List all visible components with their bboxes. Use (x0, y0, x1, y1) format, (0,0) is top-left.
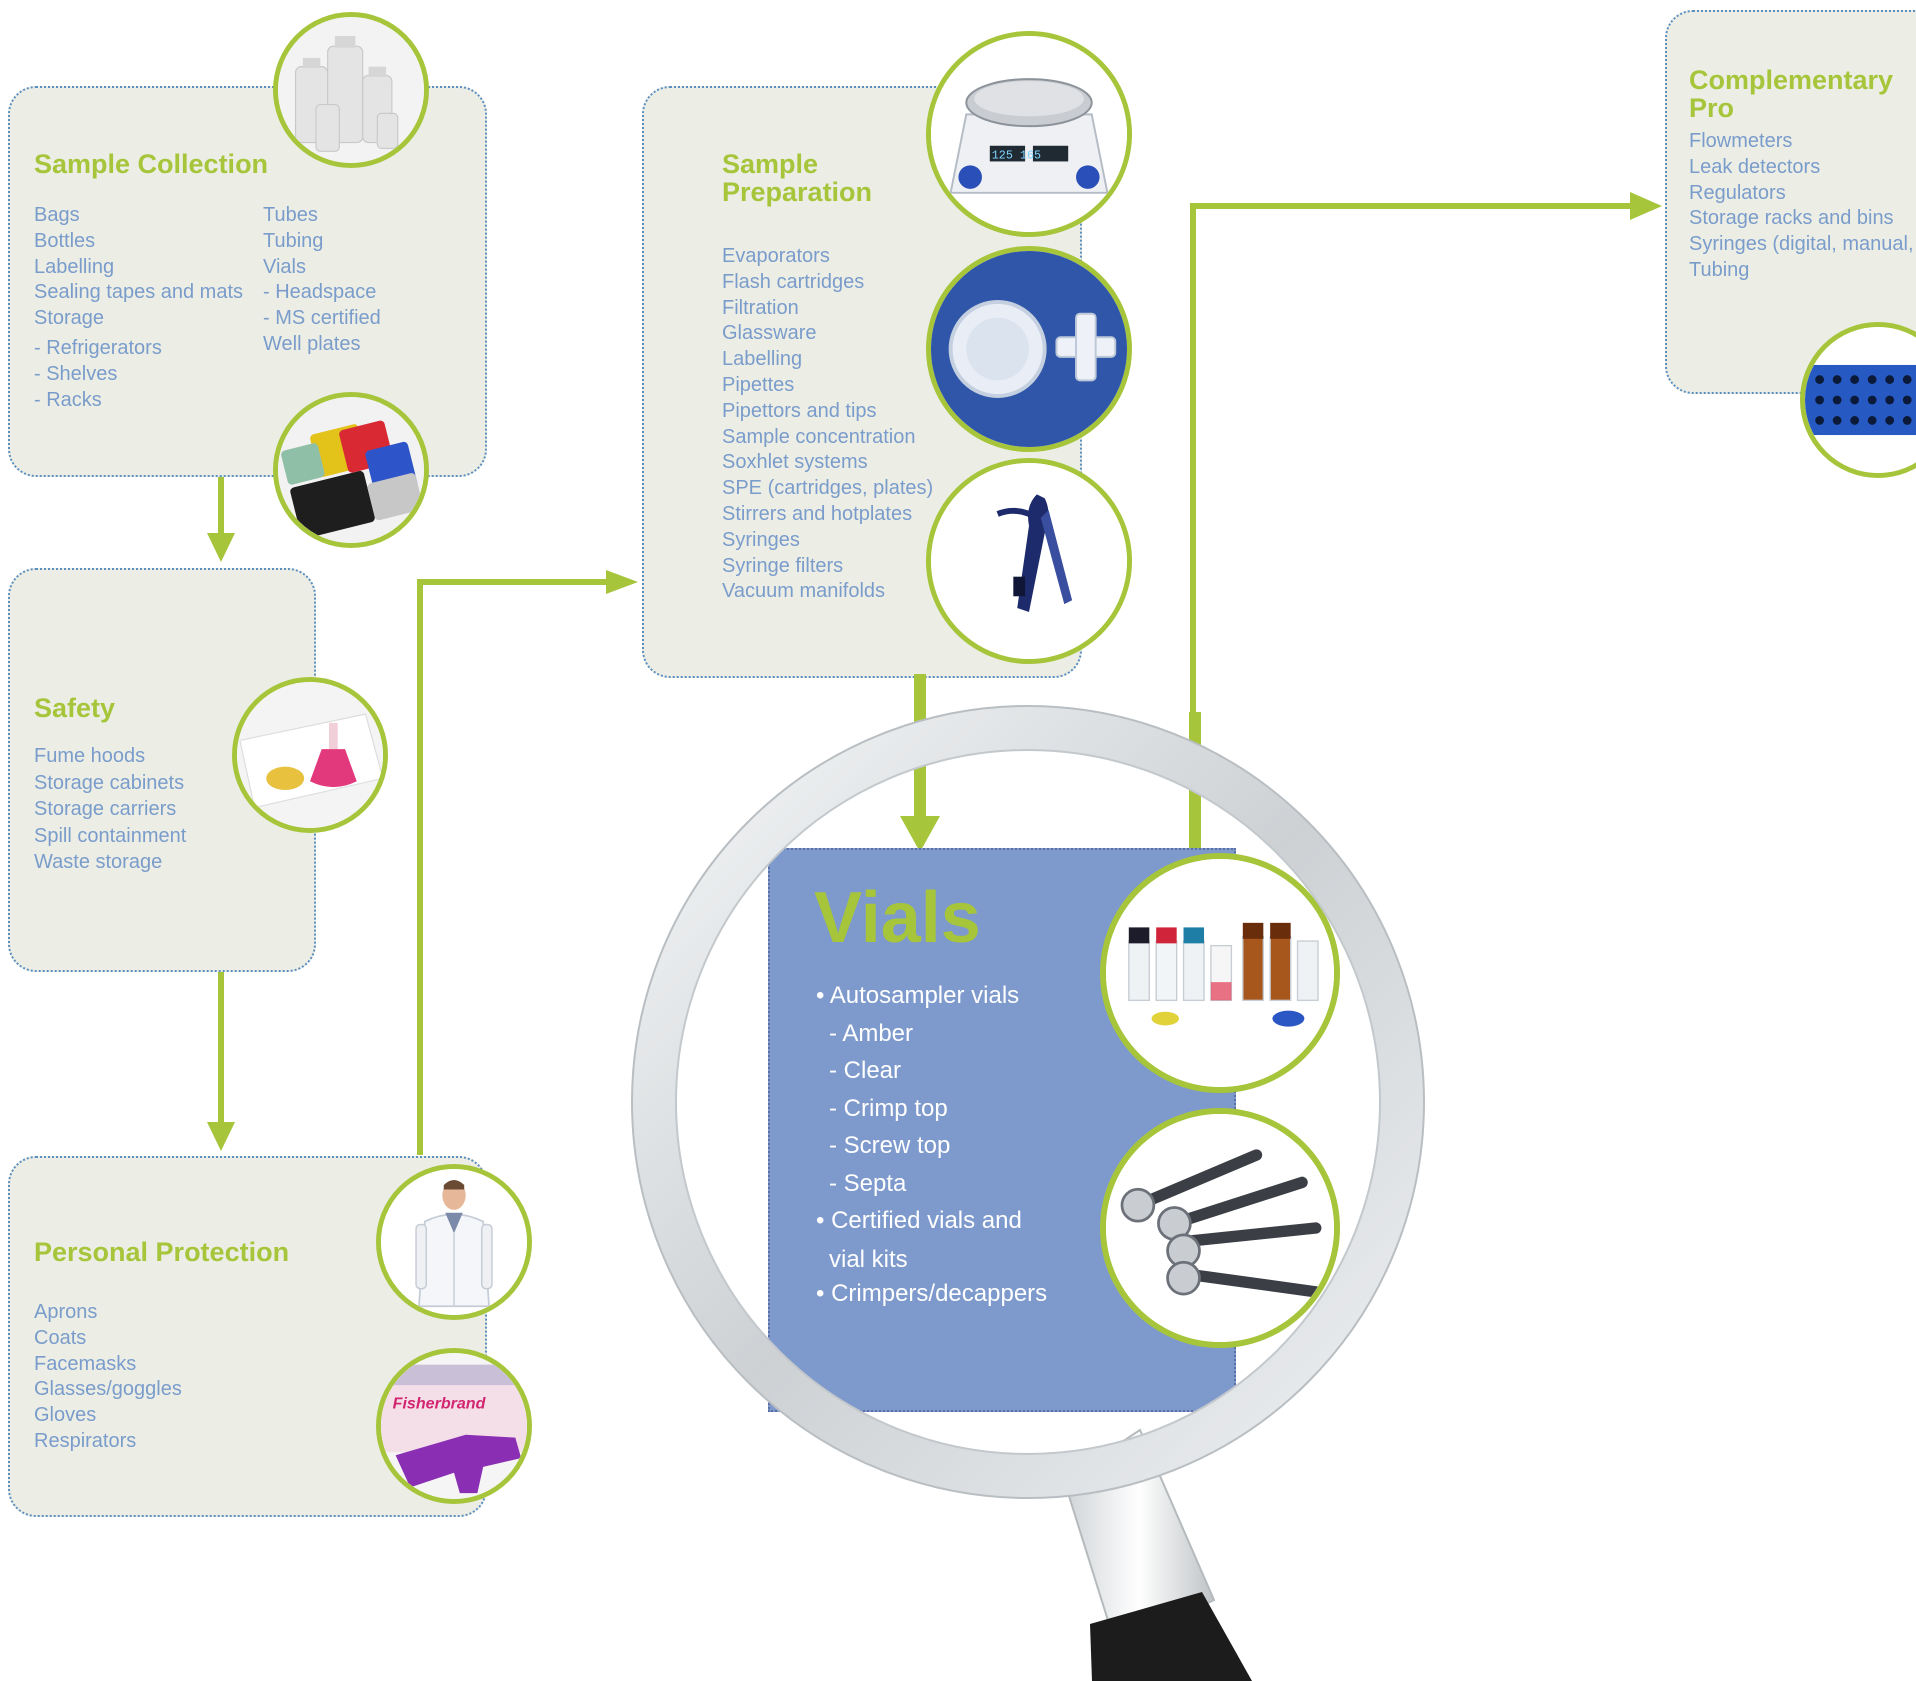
list-item: Stirrers and hotplates (722, 502, 913, 525)
list-item: Evaporators (722, 245, 830, 267)
list-item: Labelling (34, 255, 115, 278)
list-item: Waste storage (34, 851, 163, 873)
list-item: Well plates (263, 332, 361, 355)
list-item: Bottles (34, 229, 96, 252)
list-item: Sealing tapes and mats (34, 281, 244, 304)
list-item: Glassware (722, 322, 817, 345)
list-item: Gloves (34, 1404, 97, 1427)
list-item: - Septa (829, 1169, 907, 1197)
list-item: Pipettors and tips (722, 399, 877, 422)
sample-collection-list-2: Tubes Tubing Vials - Headspace - MS cert… (263, 203, 381, 358)
sealing-mats-photo (273, 392, 429, 548)
list-item: Flowmeters (1689, 130, 1793, 152)
list-item: - MS certified (263, 307, 381, 330)
list-item: Tubing (1689, 258, 1750, 281)
list-item: Fume hoods (34, 745, 146, 767)
list-item: Aprons (34, 1301, 98, 1323)
list-item: Soxhlet systems (722, 451, 868, 474)
list-item: • Crimpers/decappers (816, 1279, 1048, 1307)
list-item: - Clear (829, 1057, 902, 1084)
list-item: SPE (cartridges, plates) (722, 477, 934, 500)
list-item: - Amber (829, 1019, 914, 1047)
crimpers-photo (1100, 1108, 1340, 1348)
list-item: Sample concentration (722, 425, 916, 448)
list-item: Coats (34, 1326, 87, 1349)
sample-preparation-title-2: Preparation (722, 177, 873, 207)
safety-list: Fume hoods Storage cabinets Storage carr… (34, 743, 186, 876)
sample-preparation-title-1: Sample (722, 149, 819, 179)
list-item: • Certified vials and (816, 1207, 1022, 1234)
list-item: - Refrigerators (34, 336, 162, 359)
spill-flask-photo (232, 677, 388, 833)
vials-photo (1100, 853, 1340, 1093)
storage-rack-photo (1800, 322, 1916, 478)
list-item: Filtration (722, 296, 799, 319)
sample-collection-box (8, 86, 487, 477)
list-item: Leak detectors (1689, 155, 1821, 178)
hotplate-photo: 125 165 (926, 31, 1132, 237)
vials-title: Vials (814, 878, 981, 958)
list-item: - Racks (34, 388, 102, 411)
list-item: - Screw top (829, 1132, 951, 1159)
complementary-title: Complementary Pro (1689, 65, 1894, 123)
hotplate-readout: 125 165 (992, 149, 1041, 163)
list-item: Respirators (34, 1429, 137, 1452)
list-item: Facemasks (34, 1352, 137, 1375)
list-item: Bags (34, 204, 80, 226)
list-item: Tubes (263, 204, 318, 226)
personal-protection-title: Personal Protection (34, 1237, 290, 1267)
list-item: Storage (34, 307, 105, 330)
list-item: Syringe filters (722, 554, 844, 577)
list-item: Regulators (1689, 181, 1786, 204)
list-item: Vacuum manifolds (722, 580, 886, 603)
syringe-filter-photo (926, 246, 1132, 452)
list-item: Tubing (263, 229, 324, 252)
list-item: • Autosampler vials (816, 982, 1020, 1009)
glove-brand-text: Fisherbrand (393, 1394, 487, 1412)
list-item: - Crimp top (829, 1094, 948, 1122)
safety-title: Safety (34, 693, 116, 723)
list-item: Spill containment (34, 824, 187, 847)
list-item: Syringes (722, 528, 800, 551)
pipettor-photo (926, 458, 1132, 664)
list-item: - Headspace (263, 281, 377, 304)
bottles-photo (273, 12, 429, 168)
list-item: Flash cartridges (722, 270, 865, 293)
sample-preparation-list: Evaporators Flash cartridges Filtration … (722, 244, 933, 605)
lab-coat-photo (376, 1164, 532, 1320)
list-item: Labelling (722, 348, 803, 371)
list-item: Pipettes (722, 373, 795, 396)
vials-list: • Autosampler vials - Amber - Clear - Cr… (816, 977, 1047, 1312)
list-item: Vials (263, 255, 306, 278)
gloves-photo: Fisherbrand (376, 1348, 532, 1504)
personal-protection-list: Aprons Coats Facemasks Glasses/goggles G… (34, 1300, 182, 1455)
sample-collection-title: Sample Collection (34, 149, 269, 179)
list-item: vial kits (829, 1245, 908, 1273)
list-item: Glasses/goggles (34, 1378, 182, 1401)
list-item: Syringes (digital, manual, a (1689, 233, 1916, 256)
list-item: Storage racks and bins (1689, 207, 1894, 230)
list-item: Storage cabinets (34, 771, 185, 794)
list-item: Storage carriers (34, 798, 177, 820)
list-item: - Shelves (34, 362, 118, 385)
sample-collection-list-1: Bags Bottles Labelling Sealing tapes and… (34, 203, 243, 413)
complementary-list: Flowmeters Leak detectors Regulators Sto… (1689, 129, 1916, 284)
